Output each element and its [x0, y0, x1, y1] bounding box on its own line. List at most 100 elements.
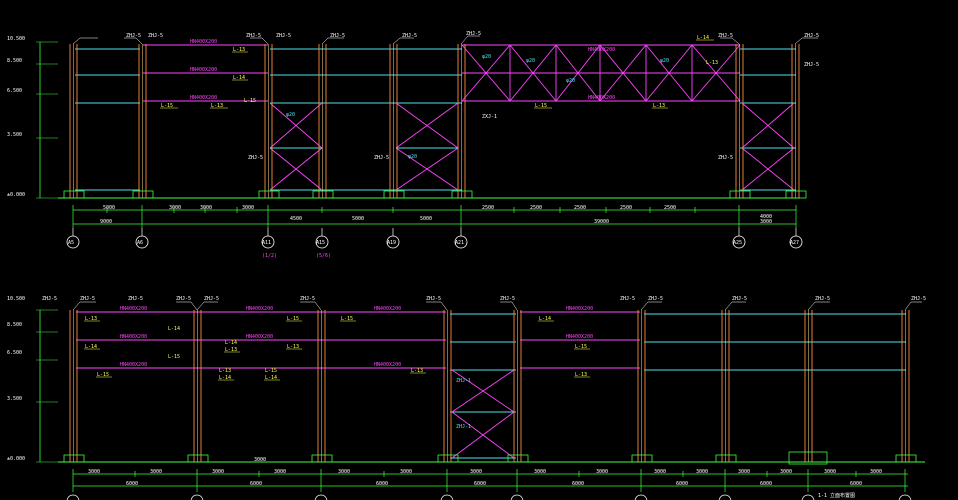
- axis-sub-label: (1/2): [262, 253, 277, 259]
- dimension-text: 3000: [534, 469, 546, 475]
- member-label: L-15: [575, 344, 587, 350]
- member-label: L-13: [225, 347, 237, 353]
- member-label: L-14: [225, 340, 237, 346]
- dimension-text: 3000: [200, 205, 212, 211]
- dimension-text: 3000: [88, 469, 100, 475]
- beam-tag: HN400X200: [120, 306, 147, 312]
- dimension-text: 6000: [850, 481, 862, 487]
- columns-top: [69, 44, 800, 198]
- column-tag: ZHJ-5: [718, 33, 733, 39]
- dimension-text: 4500: [290, 216, 302, 222]
- member-label: L-15: [535, 103, 547, 109]
- level-mark: ±0.000: [7, 192, 25, 198]
- dimension-lines-bottom: [72, 469, 908, 492]
- column-tag: ZHJ-5: [330, 33, 345, 39]
- beam-tag: HN400X200: [588, 47, 615, 53]
- dimension-lines-top: [72, 205, 797, 228]
- axis-bubble: [386, 235, 400, 249]
- column-tag: ZHJ-5: [648, 296, 663, 302]
- member-label: L-13: [211, 103, 223, 109]
- dimension-text: 3000: [274, 469, 286, 475]
- member-label: L-14: [697, 35, 709, 41]
- member-label: L-14: [85, 344, 97, 350]
- member-label: L-14: [265, 375, 277, 381]
- bracing-tag: φ20: [286, 112, 295, 118]
- tag-leaders-top: [72, 35, 818, 45]
- dimension-text: 3000: [596, 469, 608, 475]
- column-tag: ZHJ-5: [276, 33, 291, 39]
- column-tag: ZHJ-5: [815, 296, 830, 302]
- level-mark: 8.500: [7, 58, 22, 64]
- beam-tag: HN400X200: [246, 334, 273, 340]
- member-label: L-15: [161, 103, 173, 109]
- bracing-tag: φ20: [660, 58, 669, 64]
- dimension-text: 3000: [169, 205, 181, 211]
- member-label: L-13: [575, 372, 587, 378]
- elevation-top: 10.500 8.500 6.500 3.500 ±0.000: [7, 31, 819, 259]
- column-tag: ZHJ-5: [732, 296, 747, 302]
- member-label: L-15: [168, 354, 180, 360]
- axis-label: A6: [137, 240, 143, 246]
- member-label: L-13: [287, 344, 299, 350]
- beam-tag: HN400X200: [566, 306, 593, 312]
- member-label: L-15: [287, 316, 299, 322]
- axis-label: A21: [455, 240, 464, 246]
- bracing-tag: φ20: [482, 54, 491, 60]
- dimension-text: 3000: [696, 469, 708, 475]
- member-label: L-13: [219, 368, 231, 374]
- dimension-text: 6000: [676, 481, 688, 487]
- member-label: L-13: [233, 47, 245, 53]
- member-label: L-13: [411, 368, 423, 374]
- column-tag: ZHJ-5: [620, 296, 635, 302]
- girts-top: [75, 48, 796, 191]
- column-tag: ZHJ-5: [148, 33, 163, 39]
- dimension-text: 3000: [470, 469, 482, 475]
- column-tag: ZHJ-5: [426, 296, 441, 302]
- column-tag: ZHJ-5: [128, 296, 143, 302]
- column-tag: ZHJ-5: [126, 33, 141, 39]
- bracing-tag: ZHJ-1: [456, 424, 471, 430]
- dimension-text: 2500: [574, 205, 586, 211]
- axis-bubble: [66, 235, 80, 249]
- axis-label: A11: [262, 240, 271, 246]
- tag-leaders-bottom: [72, 301, 922, 311]
- axis-sub-label: (5/6): [316, 253, 331, 259]
- axis-bubble: [454, 235, 468, 249]
- beams-top: [143, 44, 740, 102]
- column-tag: ZHJ-5: [42, 296, 57, 302]
- dimension-text: 3000: [400, 469, 412, 475]
- dimension-text: 3000: [824, 469, 836, 475]
- x-bracing-bottom: [451, 369, 515, 459]
- beam-tag: HN400X200: [566, 334, 593, 340]
- column-tag: ZHJ-5: [204, 296, 219, 302]
- level-mark: 10.500: [7, 36, 25, 42]
- member-label: L-14: [233, 75, 245, 81]
- axis-label: A5: [68, 240, 74, 246]
- member-label: L-13: [85, 316, 97, 322]
- level-axis-bottom: 10.500 8.500 6.500 3.500 ±0.000: [7, 296, 58, 463]
- drawing-title: 1-1 立面布置图: [818, 492, 855, 499]
- dimension-text: 6000: [126, 481, 138, 487]
- dimension-text: 9000: [100, 219, 112, 225]
- member-label: L-14: [168, 326, 180, 332]
- axis-leaders-top: [72, 228, 797, 236]
- level-mark: 6.500: [7, 88, 22, 94]
- member-label: L-13: [653, 103, 665, 109]
- bracing-tag: ZHJ-1: [456, 378, 471, 384]
- axis-bubble: [732, 235, 746, 249]
- beam-tag: HN400X200: [190, 95, 217, 101]
- dimension-text: 3000: [242, 205, 254, 211]
- member-label: L-13: [706, 60, 718, 66]
- dimension-text: 3000: [780, 469, 792, 475]
- axis-label: A25: [733, 240, 742, 246]
- dimension-text: 6000: [376, 481, 388, 487]
- member-label: L-15: [97, 372, 109, 378]
- dimension-text: 6000: [474, 481, 486, 487]
- level-mark: 6.500: [7, 350, 22, 356]
- level-mark: 3.500: [7, 132, 22, 138]
- member-label: L-14: [539, 316, 551, 322]
- axis-label: A19: [387, 240, 396, 246]
- side-note: ZHJ-5: [248, 155, 263, 161]
- label-underlines-bottom: [84, 320, 590, 381]
